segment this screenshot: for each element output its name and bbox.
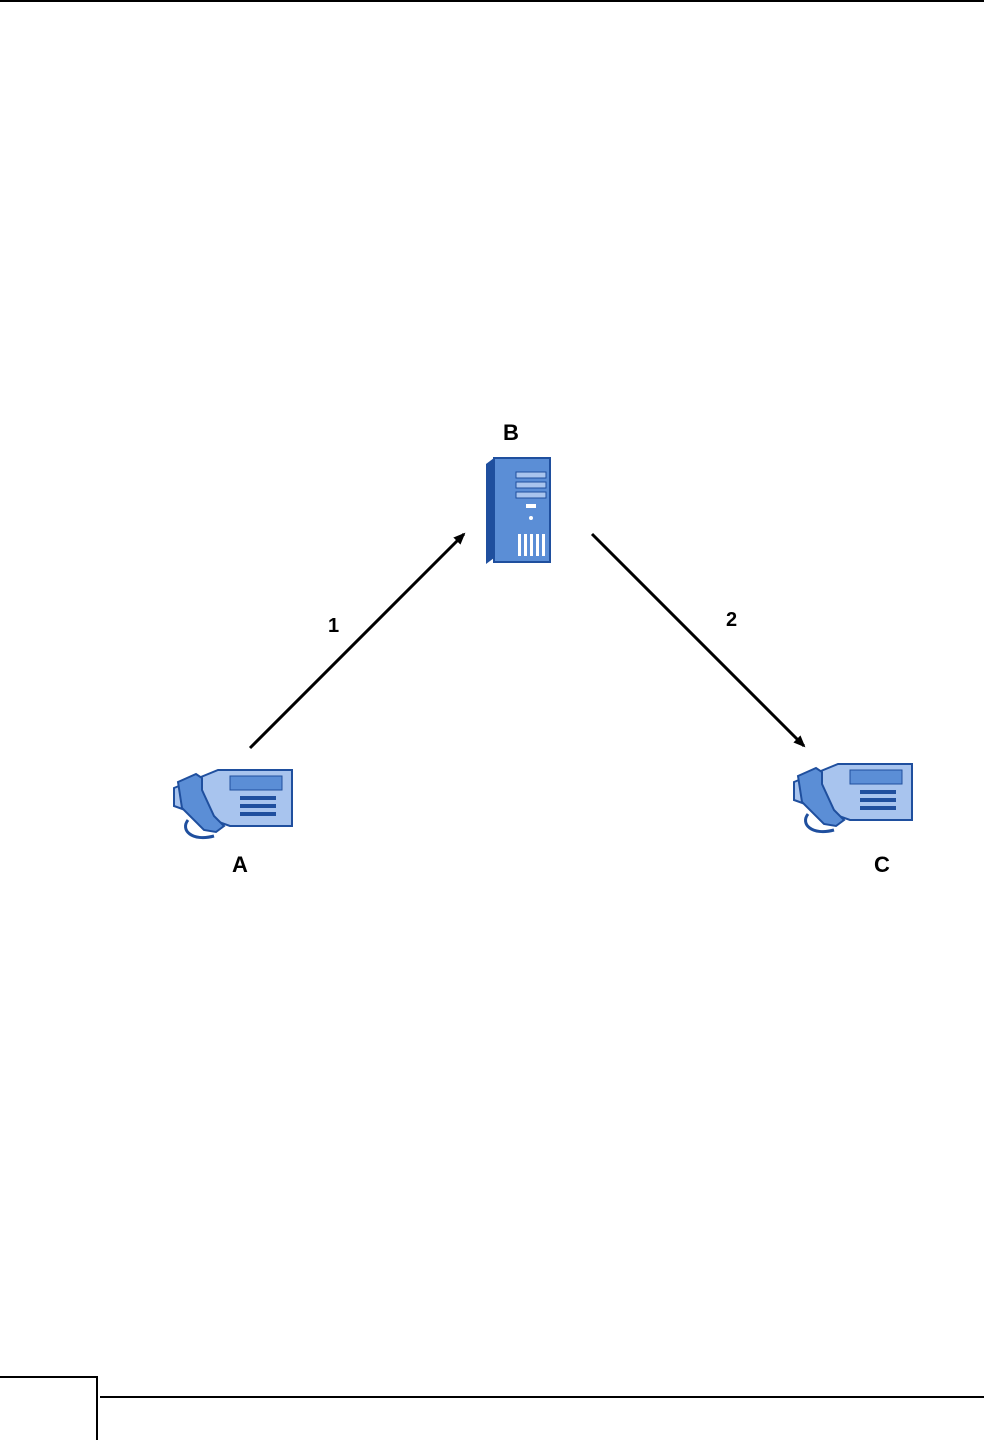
server-icon [486,458,550,564]
node-c-label: C [874,852,890,877]
header-rule [0,0,984,2]
edge-b-to-c [592,534,804,746]
node-a-label: A [232,852,248,877]
edge-label-2: 2 [726,609,737,631]
phone-icon [794,764,912,832]
node-b-label: B [503,420,519,445]
call-flow-diagram: 1 2 B A C [160,408,940,888]
edge-label-1: 1 [328,615,339,637]
edge-a-to-b [250,534,464,748]
phone-icon [174,770,292,838]
page-number-box [0,1376,98,1440]
footer-rule [100,1396,984,1398]
